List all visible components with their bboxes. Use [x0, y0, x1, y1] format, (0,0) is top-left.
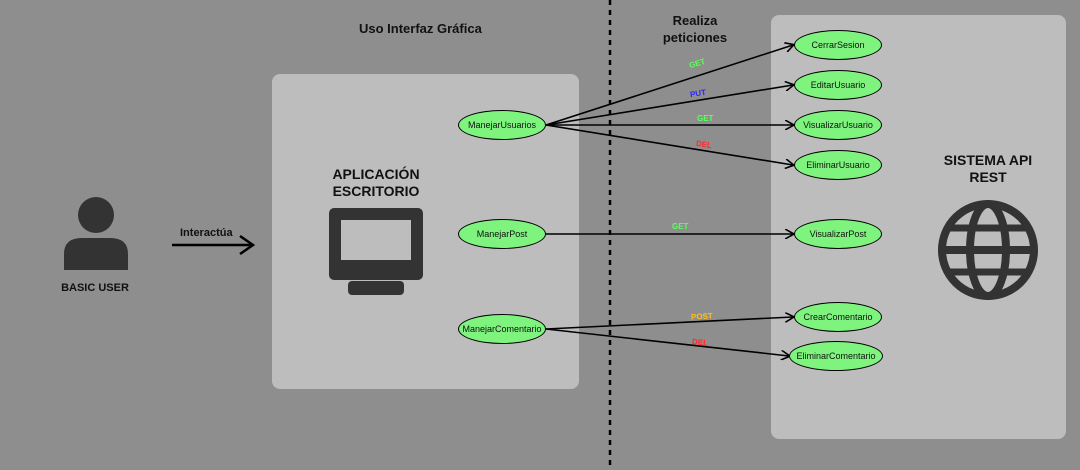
app-title: APLICACIÓN ESCRITORIO — [312, 166, 440, 200]
node-manejar-comentario: ManejarComentario — [458, 314, 546, 344]
api-title: SISTEMA API REST — [912, 152, 1064, 186]
api-title-line-2: REST — [969, 169, 1007, 185]
node-crear-comentario: CrearComentario — [794, 302, 882, 332]
interactua-arrow — [172, 234, 256, 256]
arrow-del-eliminarusuario — [545, 124, 793, 165]
arrow-put-editarusuario — [545, 85, 793, 126]
node-eliminar-comentario: EliminarComentario — [789, 341, 883, 371]
api-title-line-1: SISTEMA API — [943, 152, 1033, 168]
user-icon — [64, 197, 128, 270]
node-cerrar-sesion: CerrarSesion — [794, 30, 882, 60]
node-manejar-usuarios: ManejarUsuarios — [458, 110, 546, 140]
app-title-line-1: APLICACIÓN — [332, 166, 420, 182]
uso-interfaz-label: Uso Interfaz Gráfica — [359, 21, 482, 36]
node-manejar-post: ManejarPost — [458, 219, 546, 249]
arrow-get-cerrarsesion — [545, 45, 793, 126]
arrow-del-eliminarcomentario — [545, 328, 789, 356]
method-label-del-2: DEL — [691, 337, 709, 348]
method-label-get-2: GET — [697, 114, 714, 123]
app-title-line-2: ESCRITORIO — [332, 183, 420, 199]
node-editar-usuario: EditarUsuario — [794, 70, 882, 100]
node-eliminar-usuario: EliminarUsuario — [794, 150, 882, 180]
interactua-label: Interactúa — [180, 227, 233, 239]
desktop-monitor-icon — [329, 208, 423, 295]
method-label-get-3: GET — [672, 222, 689, 231]
node-visualizar-usuario: VisualizarUsuario — [794, 110, 882, 140]
basic-user-label: BASIC USER — [61, 282, 129, 294]
globe-icon — [938, 200, 1038, 300]
arrow-post-crearcomentario — [545, 317, 793, 330]
node-visualizar-post: VisualizarPost — [794, 219, 882, 249]
realiza-line-2: peticiones — [662, 30, 728, 45]
realiza-peticiones-label: Realiza peticiones — [620, 12, 770, 46]
realiza-line-1: Realiza — [672, 13, 718, 28]
method-label-post: POST — [690, 311, 714, 322]
